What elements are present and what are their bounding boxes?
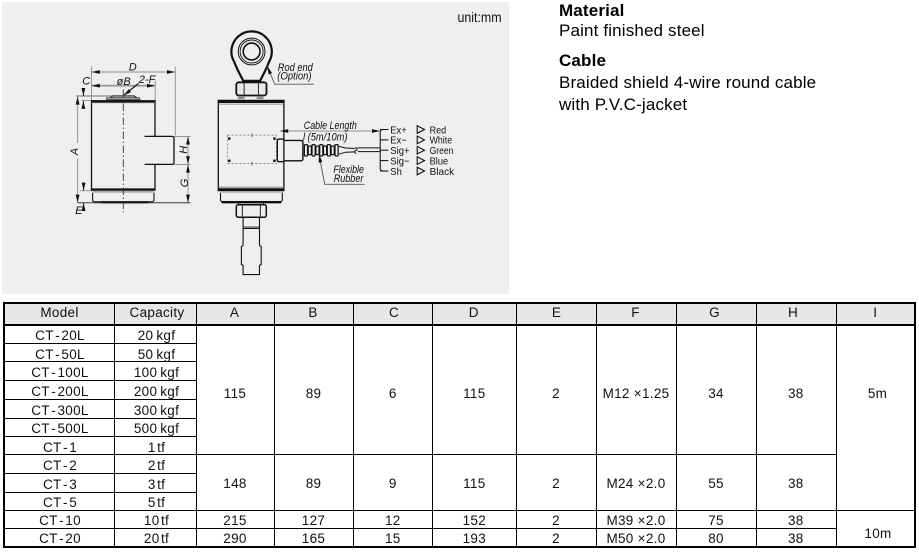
svg-text:Blue: Blue	[430, 155, 449, 167]
svg-text:Rubber: Rubber	[334, 173, 365, 185]
svg-text:D: D	[129, 61, 137, 73]
svg-text:A: A	[69, 148, 81, 156]
svg-text:2-F: 2-F	[138, 74, 157, 86]
svg-text:(Option): (Option)	[277, 71, 312, 83]
svg-text:Green: Green	[430, 145, 454, 157]
svg-text:Flexible: Flexible	[333, 164, 364, 176]
svg-text:Cable Length: Cable Length	[304, 120, 357, 132]
svg-text:l (5m/10m): l (5m/10m)	[303, 132, 348, 144]
svg-text:Sig+: Sig+	[390, 145, 409, 157]
svg-text:Sh: Sh	[390, 166, 402, 178]
svg-text:Red: Red	[430, 124, 447, 136]
svg-text:unit:mm: unit:mm	[458, 10, 502, 25]
svg-text:Black: Black	[430, 166, 455, 178]
svg-text:E: E	[75, 205, 83, 217]
svg-text:H: H	[178, 146, 190, 154]
svg-text:Rod end: Rod end	[278, 62, 314, 74]
svg-text:White: White	[430, 135, 453, 147]
svg-text:Sig−: Sig−	[390, 155, 409, 167]
svg-text:øB: øB	[117, 76, 131, 88]
svg-text:G: G	[179, 178, 191, 187]
svg-text:Ex−: Ex−	[390, 135, 406, 147]
svg-text:Ex+: Ex+	[390, 124, 406, 136]
svg-text:C: C	[82, 76, 90, 88]
